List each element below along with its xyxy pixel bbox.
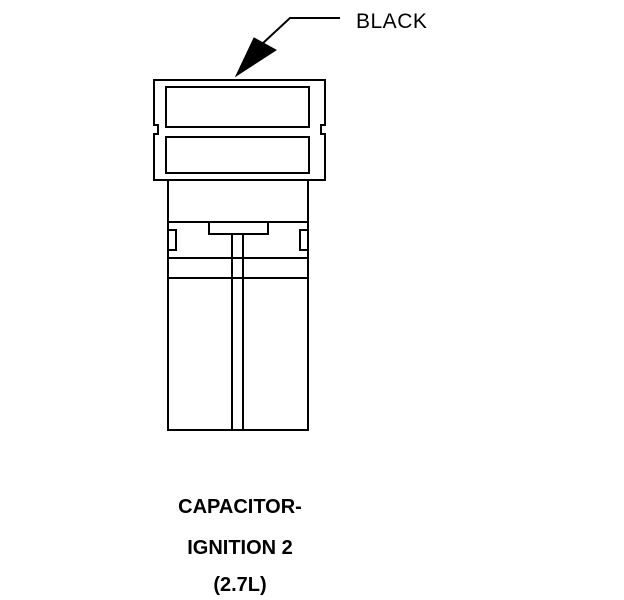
component-name-line-1: CAPACITOR- xyxy=(178,496,302,518)
component-name-line-2: IGNITION 2 xyxy=(187,537,293,559)
latch-right xyxy=(299,229,308,251)
terminal-cavity-1 xyxy=(165,86,310,128)
engine-variant-label: (2.7L) xyxy=(213,574,267,596)
connector-body xyxy=(167,179,309,431)
latch-left xyxy=(168,229,177,251)
color-callout-label: BLACK xyxy=(356,10,428,33)
callout-leader-line xyxy=(261,17,340,45)
connector-head xyxy=(153,79,326,181)
terminal-cavity-2 xyxy=(165,136,310,174)
callout-arrowhead xyxy=(234,37,277,78)
center-key xyxy=(208,221,269,235)
